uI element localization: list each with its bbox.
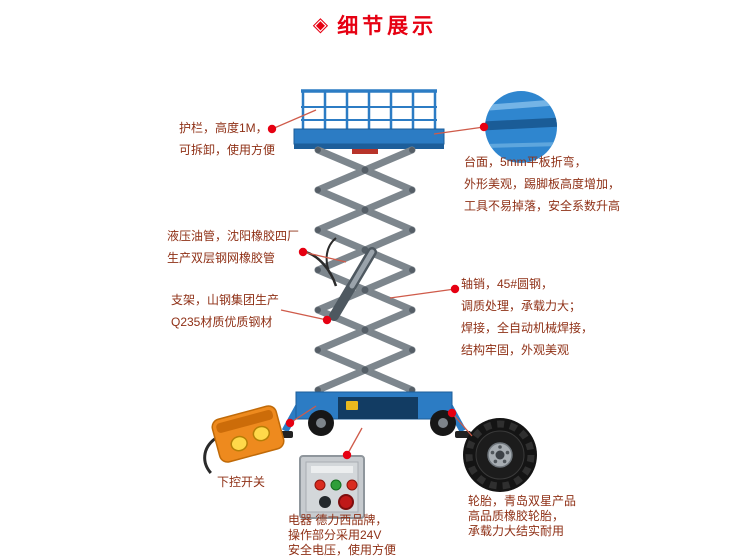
remote-button [230,435,248,452]
annotation-line: 轴销，45#圆钢， [461,277,554,291]
annotation-line: 可拆卸，使用方便 [179,143,276,157]
callout-dot-hydraulic [298,247,308,257]
annotation-line: 工具不易掉落，安全系数升高 [464,199,621,213]
page-title-text: 细节展示 [337,15,438,38]
panel-stop-button [338,494,354,510]
callout-dot-pin [450,284,460,294]
panel-button-red [314,479,326,491]
panel-button-green [330,479,342,491]
annotation-line: 下控开关 [217,475,266,489]
remote-cable [203,437,217,474]
annotation-line: 生产双层钢网橡胶管 [167,251,276,265]
annotation-line: Q235材质优质钢材 [171,315,273,329]
guardrail [301,89,437,129]
page-title: ◈ 细节展示 [0,10,750,40]
hydraulic-hose [325,237,337,275]
callout-dot-tire [447,408,457,418]
annotation-line: 护栏，高度1M， [179,121,268,135]
annotation-line: 安全电压，使用方便 [288,543,397,557]
panel-knob [319,496,331,508]
leader-lines [271,109,485,456]
tire-detail [463,418,537,492]
electrical-panel [299,455,365,519]
callout-dot-electrical [342,450,352,460]
callout-dot-remote [285,418,295,428]
annotation-axle-pin: 轴销，45#圆钢， 调质处理，承载力大； 焊接，全自动机械焊接， 结构牢固，外观… [461,273,593,361]
chassis-base [277,391,471,438]
annotation-line: 轮胎，青岛双星产品 [468,494,577,508]
annotation-line: 调质处理，承载力大； [461,299,582,313]
annotation-hydraulic-hose: 液压油管，沈阳橡胶四厂 生产双层钢网橡胶管 [167,225,299,269]
callout-dot-guardrail [267,124,277,134]
annotation-line: 承载力大结实耐用 [468,524,565,538]
annotation-electrical: 电器 德力西品牌， 操作部分采用24V 安全电压，使用方便 [288,513,396,558]
annotation-line: 高品质橡胶轮胎， [468,509,565,523]
diamond-icon: ◈ [312,14,329,36]
annotation-line: 操作部分采用24V [288,528,382,542]
callout-dot-frame [322,315,332,325]
annotation-tires: 轮胎，青岛双星产品 高品质橡胶轮胎， 承载力大结实耐用 [468,494,576,539]
annotation-line: 外形美观，踢脚板高度增加， [464,177,621,191]
panel-button-red [346,479,358,491]
platform-deck [293,128,445,154]
annotation-guardrail: 护栏，高度1M， 可拆卸，使用方便 [179,117,275,161]
annotation-line: 结构牢固，外观美观 [461,343,570,357]
annotation-line: 电器 德力西品牌， [288,513,388,527]
annotation-support-frame: 支架，山钢集团生产 Q235材质优质钢材 [171,289,279,333]
remote-control [203,405,285,474]
annotation-platform: 台面，5mm平板折弯， 外形美观，踢脚板高度增加， 工具不易掉落，安全系数升高 [464,151,620,217]
remote-button [252,425,271,442]
annotation-line: 焊接，全自动机械焊接， [461,321,594,335]
annotation-line: 液压油管，沈阳橡胶四厂 [167,229,300,243]
annotation-line: 台面，5mm平板折弯， [464,155,587,169]
callout-dot-platform [479,122,489,132]
annotation-line: 支架，山钢集团生产 [171,293,280,307]
annotation-lower-control: 下控开关 [217,471,265,493]
platform-detail-callout [485,91,557,163]
callout-dots [267,122,489,460]
